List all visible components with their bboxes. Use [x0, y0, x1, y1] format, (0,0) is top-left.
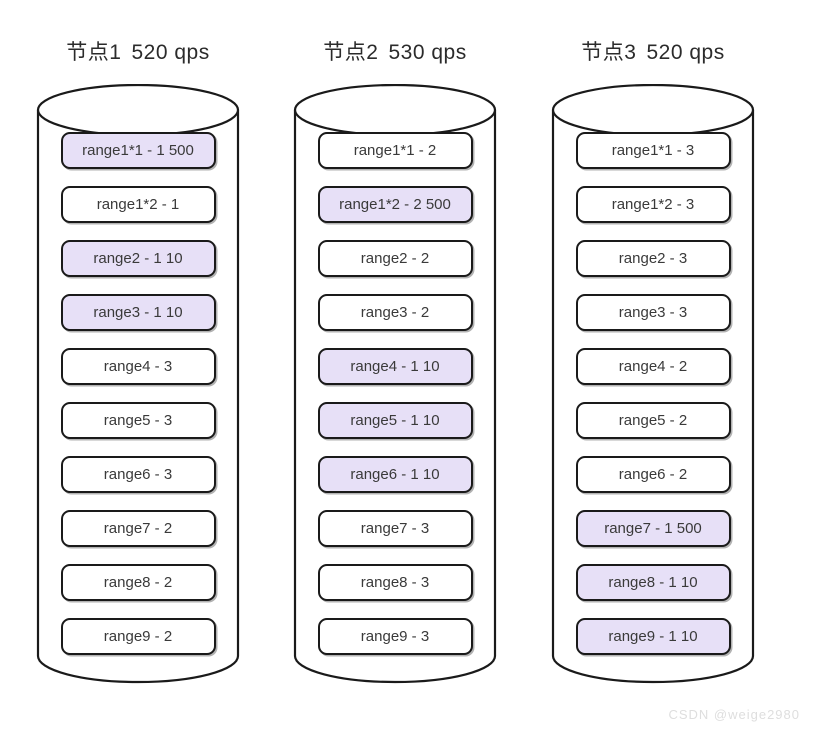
range-box[interactable]: range1*2 - 3	[575, 186, 731, 223]
range-box[interactable]: range1*2 - 1	[60, 186, 216, 223]
range-box[interactable]: range9 - 3	[317, 618, 473, 655]
range-list-1: range1*1 - 1 500 range1*2 - 1 range2 - 1 1…	[13, 132, 263, 672]
range-box[interactable]: range7 - 3	[317, 510, 473, 547]
range-box[interactable]: range4 - 3	[60, 348, 216, 385]
range-box[interactable]: range9 - 1 10	[575, 618, 731, 655]
range-box[interactable]: range9 - 2	[60, 618, 216, 655]
range-list-3: range1*1 - 3 range1*2 - 3 range2 - 3 range3…	[528, 132, 778, 672]
range-box[interactable]: range7 - 1 500	[575, 510, 731, 547]
range-box[interactable]: range4 - 2	[575, 348, 731, 385]
node-name-2: 节点2	[323, 41, 379, 64]
range-box[interactable]: range4 - 1 10	[317, 348, 473, 385]
range-box[interactable]: range6 - 2	[575, 456, 731, 493]
range-box[interactable]: range5 - 2	[575, 402, 731, 439]
node-title-1: 节点1 520 qps	[13, 36, 263, 66]
range-box[interactable]: range1*1 - 2	[317, 132, 473, 169]
range-box[interactable]: range8 - 1 10	[575, 564, 731, 601]
range-box[interactable]: range2 - 3	[575, 240, 731, 277]
range-box[interactable]: range5 - 1 10	[317, 402, 473, 439]
range-box[interactable]: range3 - 3	[575, 294, 731, 331]
range-box[interactable]: range8 - 2	[60, 564, 216, 601]
range-box[interactable]: range1*2 - 2 500	[317, 186, 473, 223]
range-box[interactable]: range1*1 - 1 500	[60, 132, 216, 169]
node-title-2: 节点2 530 qps	[270, 36, 520, 66]
node-column-3: 节点3 520 qps range1*1 - 3 range1*2 - 3 range2…	[528, 0, 778, 700]
range-box[interactable]: range6 - 1 10	[317, 456, 473, 493]
node-qps-3: 520 qps	[646, 41, 725, 64]
node-qps-1: 520 qps	[131, 41, 210, 64]
node-name-1: 节点1	[66, 41, 122, 64]
range-list-2: range1*1 - 2 range1*2 - 2 500 range2 - 2 ra…	[270, 132, 520, 672]
node-qps-2: 530 qps	[388, 41, 467, 64]
range-box[interactable]: range8 - 3	[317, 564, 473, 601]
node-title-3: 节点3 520 qps	[528, 36, 778, 66]
range-box[interactable]: range3 - 1 10	[60, 294, 216, 331]
range-box[interactable]: range6 - 3	[60, 456, 216, 493]
range-box[interactable]: range3 - 2	[317, 294, 473, 331]
range-box[interactable]: range7 - 2	[60, 510, 216, 547]
range-box[interactable]: range5 - 3	[60, 402, 216, 439]
node-name-3: 节点3	[581, 41, 637, 64]
range-box[interactable]: range1*1 - 3	[575, 132, 731, 169]
range-box[interactable]: range2 - 2	[317, 240, 473, 277]
watermark: CSDN @weige2980	[668, 707, 800, 722]
range-box[interactable]: range2 - 1 10	[60, 240, 216, 277]
